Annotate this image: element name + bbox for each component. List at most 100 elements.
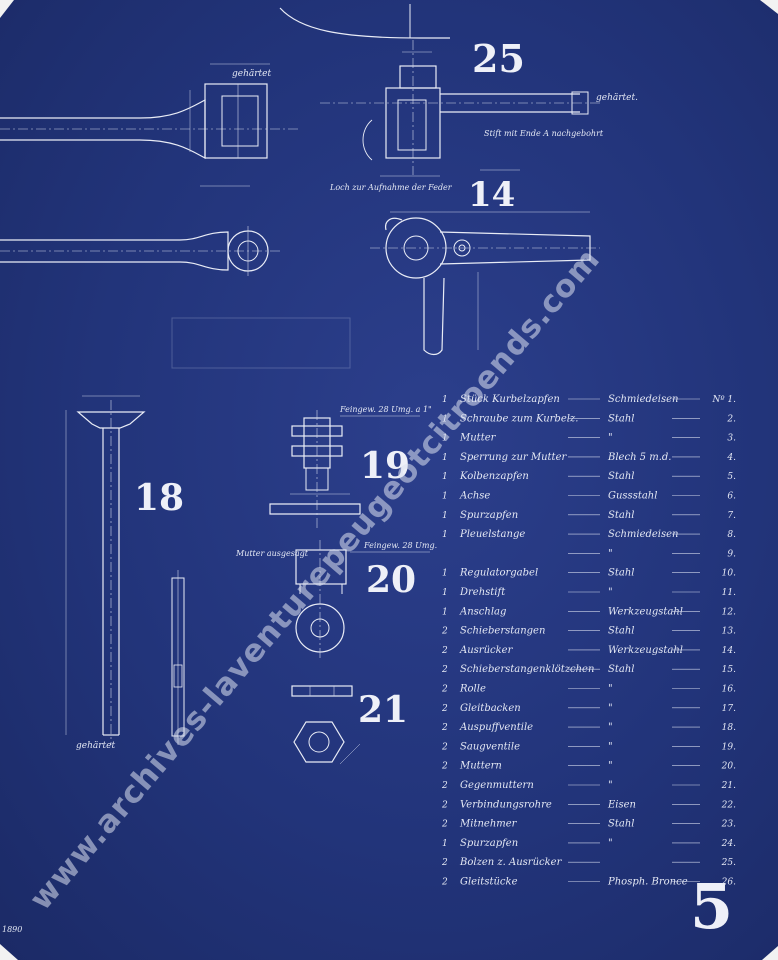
note-gehartet-18: gehärtet [76,741,115,751]
parts-name: Pleuelstange [459,529,525,540]
paper-corner-tr [760,0,778,14]
parts-name: Stück Kurbelzapfen [460,394,560,405]
parts-material: " [608,722,613,733]
parts-number: 25. [721,858,736,868]
parts-name: Auspuffventile [459,722,533,733]
parts-number: 16. [722,685,736,695]
parts-qty: 1 [442,472,448,482]
figure-14-number: 14 [468,175,515,215]
figure-21-number: 21 [358,689,408,731]
parts-qty: 2 [441,627,448,637]
parts-name: Rolle [459,684,486,695]
parts-number: 24. [721,839,736,849]
parts-name: Kolbenzapfen [459,471,529,482]
paper-corner-br [762,946,778,960]
parts-material: Stahl [608,471,634,482]
parts-qty: 2 [441,665,448,675]
parts-name: Schieberstangen [460,626,545,637]
parts-name: Mitnehmer [459,819,518,830]
parts-qty: 1 [442,569,448,579]
figure-25-number: 25 [472,36,525,81]
paper-corner-bl [0,944,18,960]
figure-14-drawing [370,211,600,356]
parts-number: 23. [721,820,736,830]
parts-qty: 2 [441,646,448,656]
parts-material: " [608,548,613,559]
parts-number: 22. [721,800,736,810]
parts-material: Stahl [608,413,634,424]
parts-qty: 2 [441,800,448,810]
figure-20-number: 20 [366,559,416,601]
parts-number: 8. [727,530,736,540]
parts-material: Gussstahl [608,491,657,502]
parts-number: 12. [722,607,736,617]
parts-material: " [608,838,613,849]
parts-name: Gegenmuttern [460,780,534,791]
parts-name: Muttern [459,761,502,772]
parts-qty: 2 [441,858,448,868]
parts-number: 17. [722,704,736,714]
parts-name: Spurzapfen [460,838,518,849]
rod-with-eye [0,226,280,276]
parts-number: 13. [722,627,736,637]
parts-number: 6. [727,492,736,502]
fork-rod-side-view [0,63,300,187]
parts-number: 5. [727,472,736,482]
parts-name: Gleitstücke [460,877,518,888]
parts-qty: 1 [442,434,448,444]
parts-material: " [608,587,613,598]
parts-name: Gleitbacken [460,703,521,714]
parts-qty: 2 [441,742,448,752]
parts-number: 11. [722,588,736,598]
note-gehartet-right: gehärtet. [596,93,638,103]
parts-material: " [608,433,613,444]
figure-20-drawing [295,540,430,660]
parts-material: " [608,684,613,695]
parts-material: Phosph. Bronce [607,877,688,888]
parts-name: Anschlag [459,606,506,617]
parts-material: " [608,761,613,772]
figure-18-number: 18 [134,477,184,519]
watermark-text: www.archives-laventurepeugeotcitroends.c… [23,241,608,917]
parts-qty: 1 [442,588,448,598]
parts-name: Achse [459,491,490,502]
figure-18-valve-drawing [65,395,185,745]
parts-qty: 1 [442,530,448,540]
parts-name: Verbindungsrohre [460,799,552,810]
parts-material: Stahl [608,664,634,675]
parts-material: Schmiedeisen [608,529,679,540]
parts-qty: 1 [442,607,448,617]
parts-name: Regulatorgabel [459,568,538,579]
parts-name: Schieberstangenklötzchen [460,664,594,675]
note-gehartet-top: gehärtet [232,69,271,79]
paper-corner-tl [0,0,14,18]
parts-material: Stahl [608,568,634,579]
parts-qty: 2 [441,878,448,888]
parts-material: Eisen [607,799,636,810]
parts-number: 20. [721,762,736,772]
year-mark: 1890 [2,925,22,934]
parts-qty: 2 [441,762,448,772]
parts-name: Schraube zum Kurbelz. [460,413,578,424]
parts-qty: 1 [442,414,448,424]
parts-name: Sperrung zur Mutter [460,452,567,463]
